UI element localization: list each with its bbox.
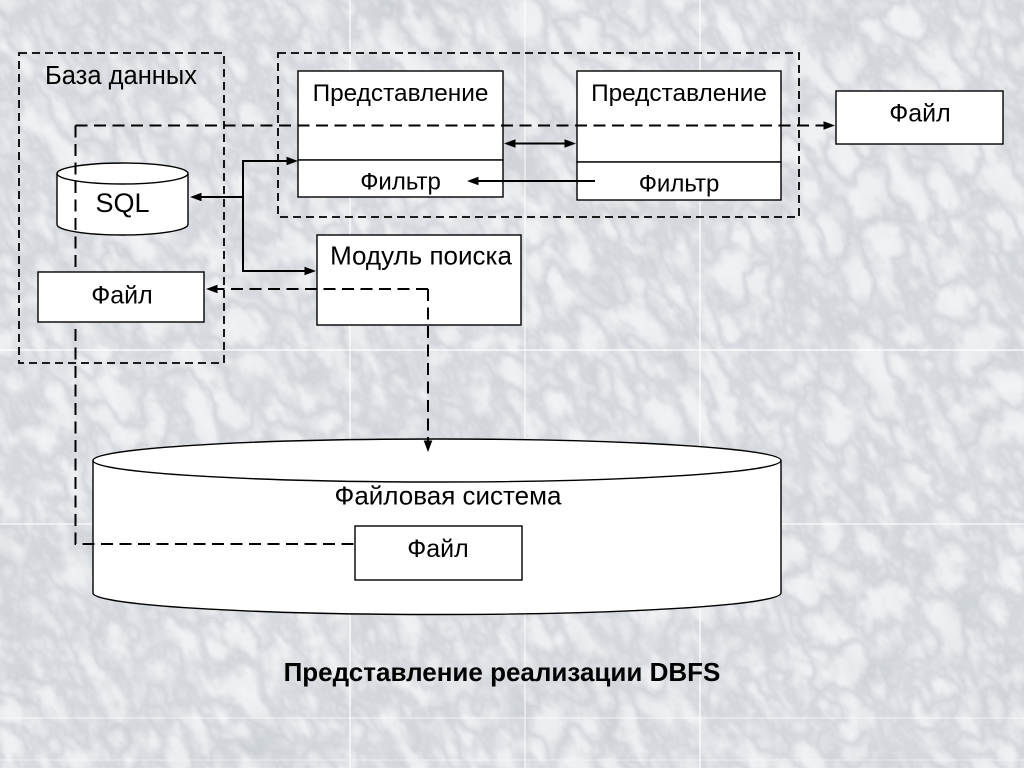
svg-text:Представление: Представление xyxy=(591,80,767,107)
svg-text:Представление: Представление xyxy=(313,80,489,107)
svg-text:Фильтр: Фильтр xyxy=(639,171,720,198)
svg-text:Представление реализации DBFS: Представление реализации DBFS xyxy=(284,657,721,687)
svg-text:Файл: Файл xyxy=(91,282,152,310)
svg-text:Файл: Файл xyxy=(889,100,950,128)
svg-text:База данных: База данных xyxy=(45,62,197,90)
svg-text:Файл: Файл xyxy=(407,535,468,563)
svg-text:Фильтр: Фильтр xyxy=(360,169,441,196)
svg-text:Файловая система: Файловая система xyxy=(335,481,562,511)
svg-text:Модуль поиска: Модуль поиска xyxy=(330,241,512,271)
svg-text:SQL: SQL xyxy=(95,188,149,218)
